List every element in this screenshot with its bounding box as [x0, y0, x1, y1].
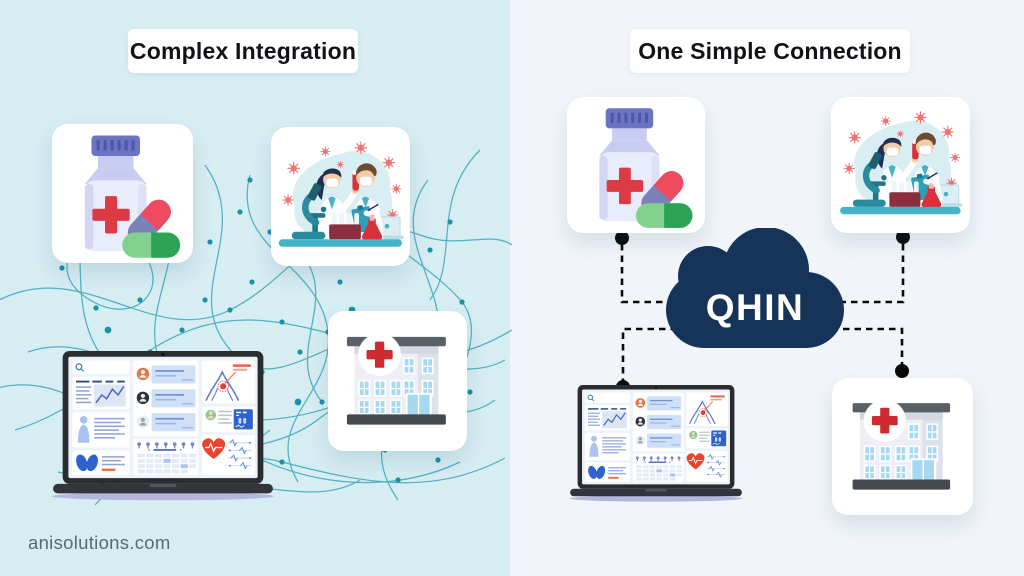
- ehr-laptop-left: [48, 351, 278, 502]
- scientists-card-right: [831, 97, 970, 233]
- medicine-bottle-icon: [56, 128, 189, 259]
- medicine-bottle-icon: [571, 101, 701, 229]
- left-title: Complex Integration: [128, 29, 358, 73]
- scientists-card-left: [271, 127, 410, 266]
- website-url: anisolutions.com: [28, 532, 171, 553]
- qhin-label: QHIN: [705, 287, 805, 328]
- lab-scientists-icon: [275, 131, 406, 262]
- medicine-card-left: [52, 124, 193, 263]
- ehr-dashboard-icon: [48, 351, 278, 502]
- right-title: One Simple Connection: [630, 29, 910, 73]
- hospital-building-icon: [332, 315, 463, 447]
- hospital-card-left: [328, 311, 467, 451]
- left-title-label: Complex Integration: [129, 37, 357, 64]
- cloud-icon: [666, 228, 844, 348]
- hospital-card-right: [832, 378, 973, 515]
- lab-scientists-icon: [835, 101, 966, 229]
- medicine-card-right: [567, 97, 705, 233]
- ehr-laptop-right: [566, 385, 746, 503]
- right-title-label: One Simple Connection: [638, 37, 902, 64]
- hospital-building-icon: [836, 382, 969, 511]
- ehr-dashboard-icon: [566, 385, 746, 503]
- qhin-cloud: [662, 228, 848, 350]
